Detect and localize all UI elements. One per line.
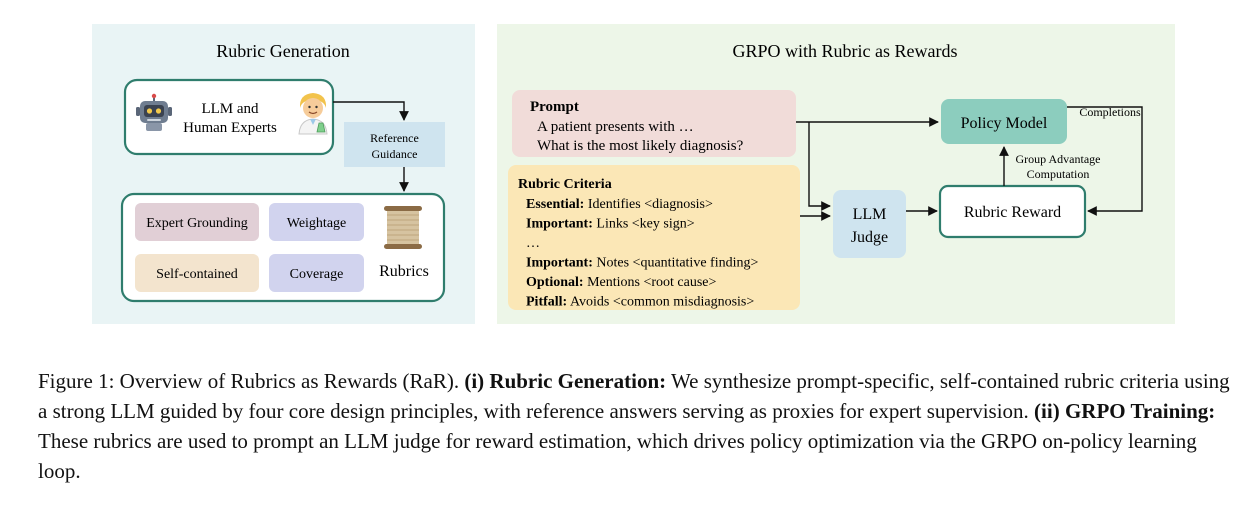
caption-part1-heading: (i) Rubric Generation: <box>464 369 667 393</box>
expert-source-label-line2: Human Experts <box>183 120 277 136</box>
arrow-completions-loop <box>1067 106 1143 216</box>
rubrics-label: Rubrics <box>379 263 429 280</box>
principle-expert-grounding <box>135 203 259 241</box>
expert-source-box <box>123 78 335 156</box>
completions-label: Completions <box>1079 105 1141 119</box>
grpo-title: GRPO with Rubric as Rewards <box>733 41 958 61</box>
arrow-prompt-to-judge <box>808 122 831 211</box>
rubric-criteria-item-text: … <box>526 236 540 251</box>
rubric-criteria-item-text: Notes <quantitative finding> <box>593 256 759 271</box>
rubric-criteria-item: Essential: Identifies <diagnosis> <box>526 197 713 212</box>
rubric-criteria-item-key: Pitfall: <box>526 295 567 310</box>
prompt-line1: A patient presents with … <box>537 119 694 135</box>
rubric-criteria-item-key: Important: <box>526 256 593 271</box>
rubric-criteria-item-text: Mentions <root cause> <box>584 275 717 290</box>
policy-model-label: Policy Model <box>961 115 1048 132</box>
rubric-criteria-item: … <box>526 236 540 251</box>
llm-judge-box <box>833 190 906 258</box>
rubric-criteria-item-text: Avoids <common misdiagnosis> <box>567 295 754 310</box>
reference-guidance-line2: Guidance <box>372 147 418 161</box>
caption-part2-text: These rubrics are used to prompt an LLM … <box>38 429 1197 483</box>
principle-coverage <box>269 254 364 292</box>
figure-caption: Figure 1: Overview of Rubrics as Rewards… <box>38 366 1238 486</box>
rubric-criteria-item: Important: Links <key sign> <box>526 217 695 232</box>
caption-prefix: Figure 1: Overview of Rubrics as Rewards… <box>38 369 465 393</box>
rubric-criteria-box <box>508 165 800 310</box>
principle-coverage-label: Coverage <box>290 267 344 282</box>
llm-judge-line1: LLM <box>853 206 887 223</box>
principle-self-contained-label: Self-contained <box>156 267 238 282</box>
rubric-criteria-item: Important: Notes <quantitative finding> <box>526 256 758 271</box>
robot-icon <box>136 93 172 131</box>
caption-part1-text: We synthesize prompt-specific, self-cont… <box>38 369 1230 423</box>
prompt-heading: Prompt <box>530 99 579 115</box>
reference-guidance-line1: Reference <box>370 131 419 145</box>
rubric-criteria-heading: Rubric Criteria <box>518 177 612 192</box>
prompt-box <box>512 90 796 157</box>
expert-source-label-line1: LLM and <box>201 101 259 117</box>
reference-guidance-box <box>344 122 445 167</box>
rubric-criteria-item-text: Identifies <diagnosis> <box>584 197 713 212</box>
rubric-reward-box <box>938 184 1087 239</box>
principle-weightage <box>269 203 364 241</box>
principle-expert-grounding-label: Expert Grounding <box>146 216 247 231</box>
advantage-label-line1: Group Advantage <box>1016 152 1101 166</box>
rubric-criteria-item-key: Optional: <box>526 275 584 290</box>
rubric-criteria-item: Pitfall: Avoids <common misdiagnosis> <box>526 295 754 310</box>
rubric-reward-label: Rubric Reward <box>964 204 1061 221</box>
rubric-criteria-item: Optional: Mentions <root cause> <box>526 275 717 290</box>
rubric-criteria-list: Essential: Identifies <diagnosis> Importa… <box>526 197 758 310</box>
rubric-criteria-item-text: Links <key sign> <box>593 217 695 232</box>
rubric-criteria-item-key: Essential: <box>526 197 584 212</box>
prompt-line2: What is the most likely diagnosis? <box>537 138 744 154</box>
caption-part2-heading: (ii) GRPO Training: <box>1034 399 1216 423</box>
arrow-source-to-reference <box>333 101 409 121</box>
rubric-generation-title: Rubric Generation <box>216 41 349 61</box>
scientist-icon <box>298 93 328 135</box>
advantage-label-line2: Computation <box>1027 167 1090 181</box>
rar-overview-diagram: Rubric Generation LLM and Human Experts … <box>92 24 1175 324</box>
scroll-icon <box>384 206 422 249</box>
principle-self-contained <box>135 254 259 292</box>
llm-judge-line2: Judge <box>851 229 888 246</box>
principle-weightage-label: Weightage <box>287 216 347 231</box>
rubric-criteria-item-key: Important: <box>526 217 593 232</box>
policy-model-box <box>941 99 1067 144</box>
